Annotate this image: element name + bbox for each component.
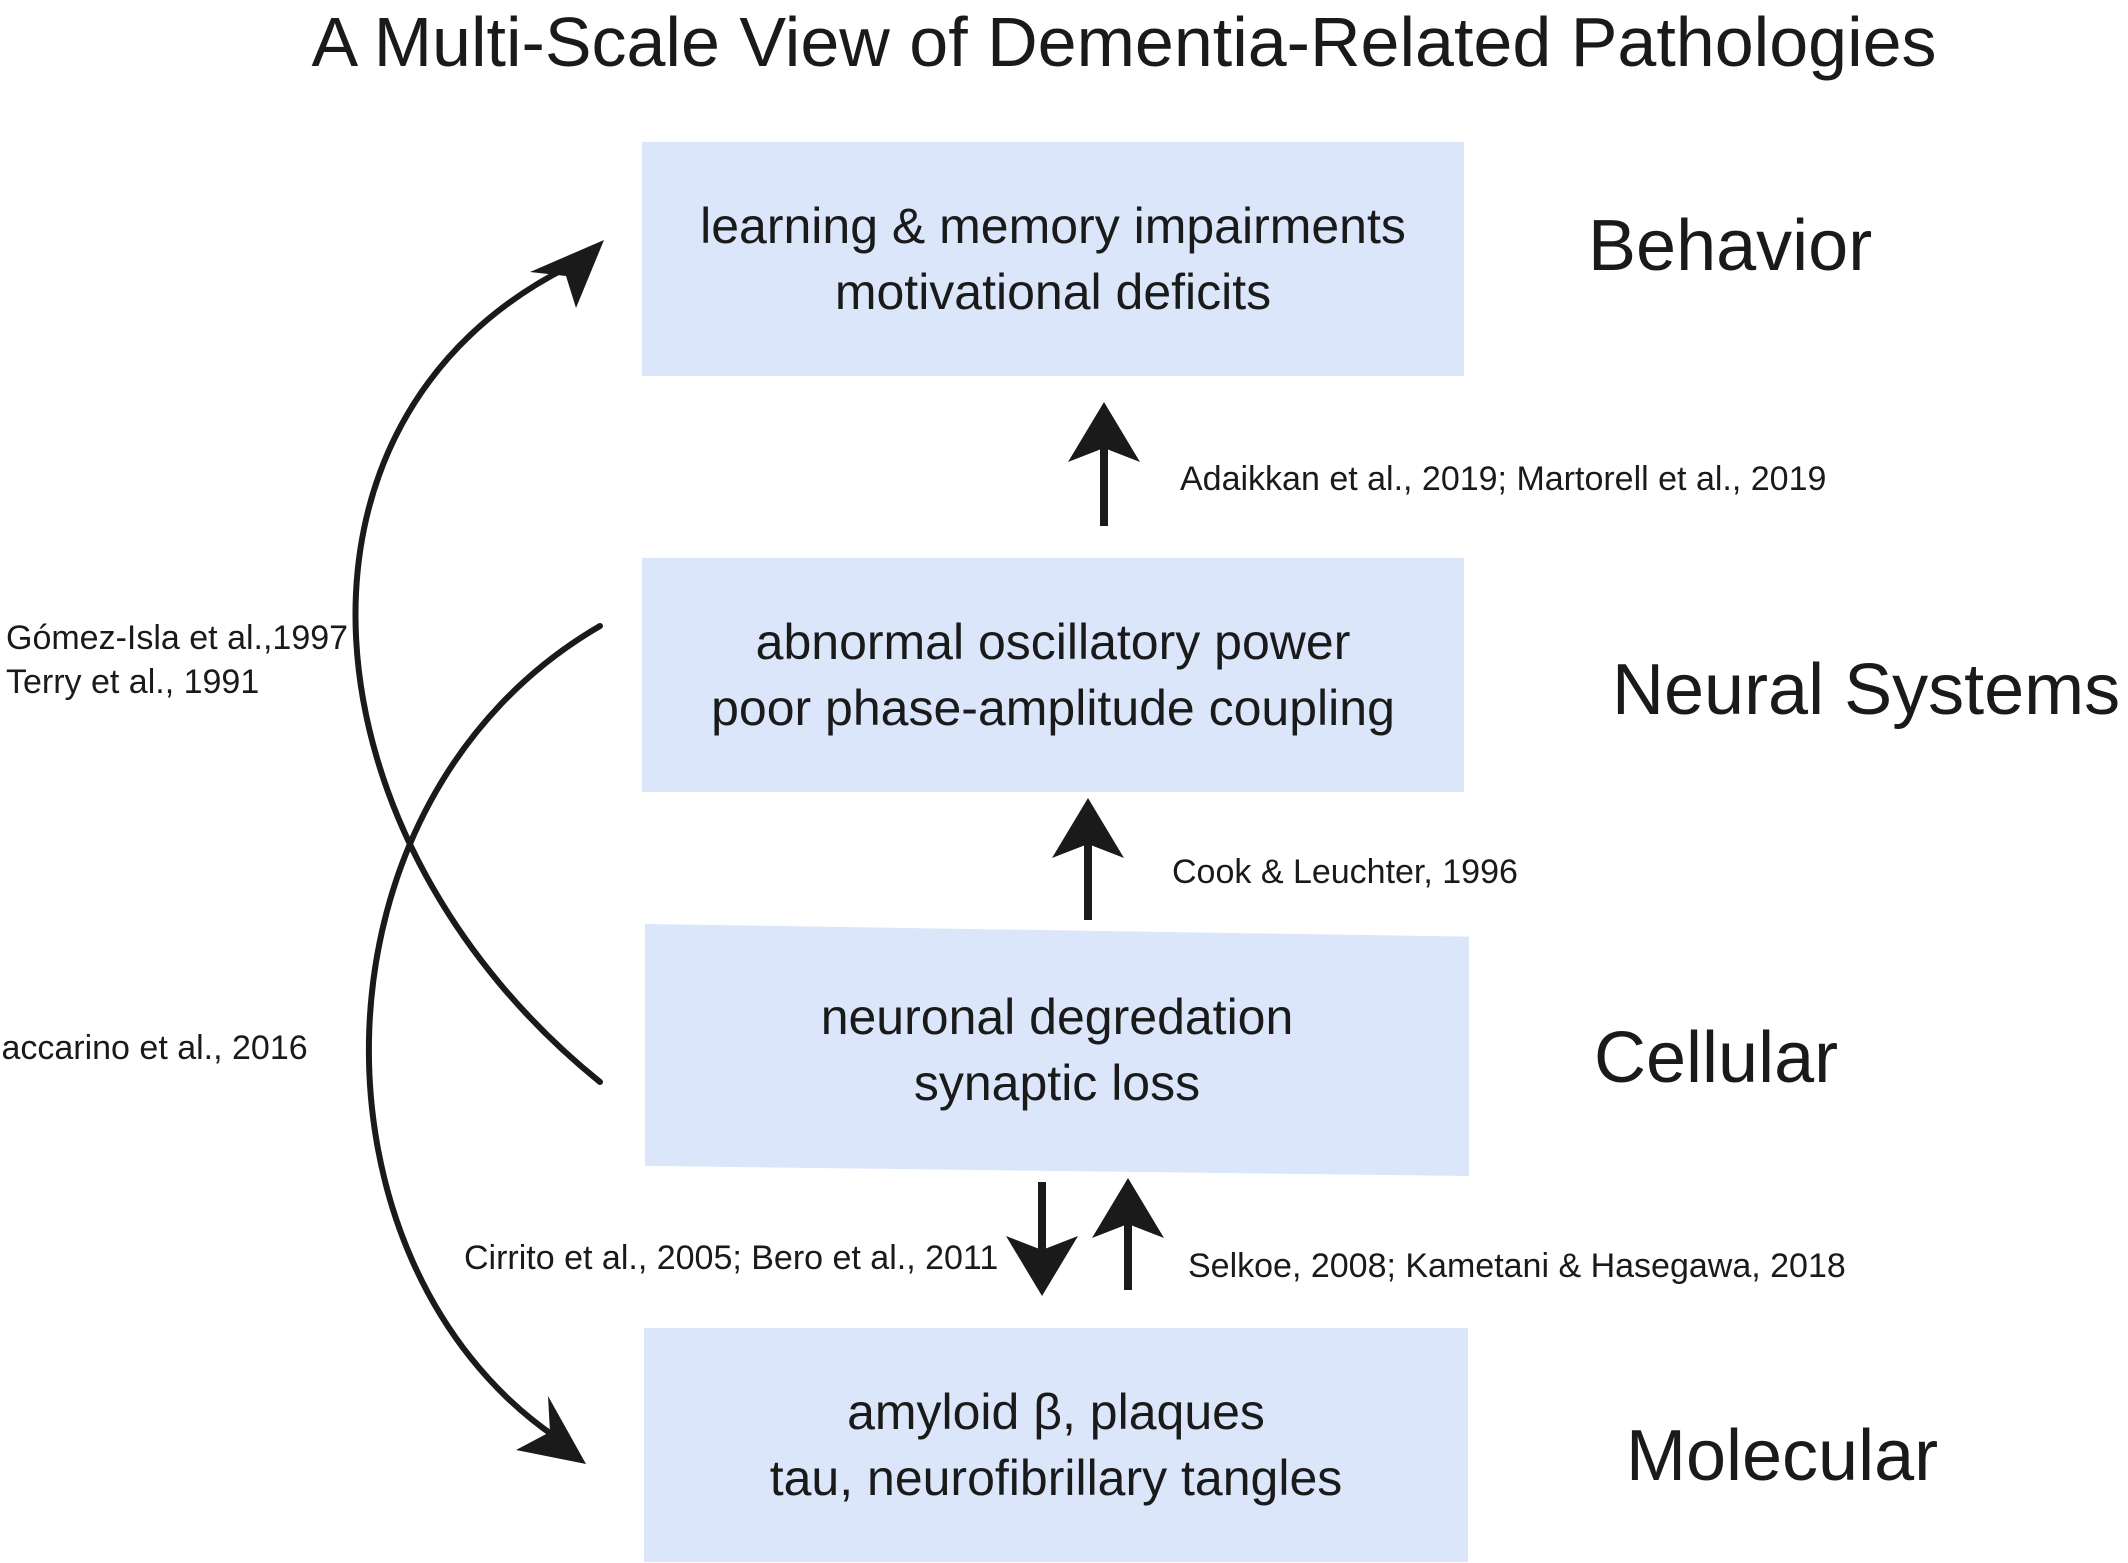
- behavior-box: learning & memory impairments motivation…: [642, 142, 1464, 376]
- ref-cellular-to-behavior-2: Terry et al., 1991: [6, 663, 260, 701]
- ref-cellular-to-neural: Cook & Leuchter, 1996: [1172, 853, 1518, 891]
- arrowhead-up-icon: [1092, 1178, 1164, 1238]
- diagram-title: A Multi-Scale View of Dementia-Related P…: [311, 3, 1937, 81]
- curve-neural-to-molecular: [365, 623, 603, 1439]
- neural-line-1: abnormal oscillatory power: [755, 614, 1351, 670]
- arrowhead-up-icon: [1068, 402, 1140, 462]
- ref-cellular-to-molecular: Cirrito et al., 2005; Bero et al., 2011: [464, 1239, 999, 1277]
- level-label-cellular: Cellular: [1594, 1018, 1839, 1098]
- neural-systems-box: abnormal oscillatory power poor phase-am…: [642, 558, 1464, 792]
- curve-cellular-to-behavior: [352, 263, 603, 1085]
- cellular-line-1: neuronal degredation: [820, 989, 1294, 1045]
- behavior-line-1: learning & memory impairments: [700, 198, 1406, 254]
- arrowhead-up-icon: [1052, 798, 1124, 858]
- level-label-behavior: Behavior: [1588, 206, 1873, 286]
- cellular-line-2: synaptic loss: [913, 1055, 1201, 1111]
- arrow-molecular-to-cellular: [1092, 1178, 1164, 1290]
- ref-molecular-to-cellular: Selkoe, 2008; Kametani & Hasegawa, 2018: [1188, 1247, 1846, 1285]
- arrow-cellular-to-neural: [1052, 798, 1124, 920]
- arrow-neural-to-behavior: [1068, 402, 1140, 526]
- arrow-cellular-to-molecular: [1006, 1182, 1078, 1296]
- level-label-molecular: Molecular: [1626, 1416, 1939, 1496]
- behavior-line-2: motivational deficits: [834, 264, 1272, 320]
- level-label-neural-systems: Neural Systems: [1612, 650, 2121, 730]
- ref-neural-to-behavior: Adaikkan et al., 2019; Martorell et al.,…: [1180, 460, 1827, 498]
- ref-cellular-to-behavior-1: Gómez-Isla et al.,1997: [6, 619, 349, 657]
- cellular-box: neuronal degredation synaptic loss: [645, 924, 1469, 1176]
- molecular-line-1: amyloid β, plaques: [847, 1384, 1265, 1440]
- molecular-box: amyloid β, plaques tau, neurofibrillary …: [644, 1328, 1468, 1562]
- neural-line-2: poor phase-amplitude coupling: [711, 680, 1395, 736]
- ref-neural-to-molecular: Iaccarino et al., 2016: [0, 1029, 308, 1067]
- molecular-line-2: tau, neurofibrillary tangles: [769, 1450, 1343, 1506]
- arrowhead-curve-bottom-icon: [516, 1396, 586, 1464]
- arrowhead-curve-top-icon: [530, 240, 604, 308]
- arrowhead-down-icon: [1006, 1236, 1078, 1296]
